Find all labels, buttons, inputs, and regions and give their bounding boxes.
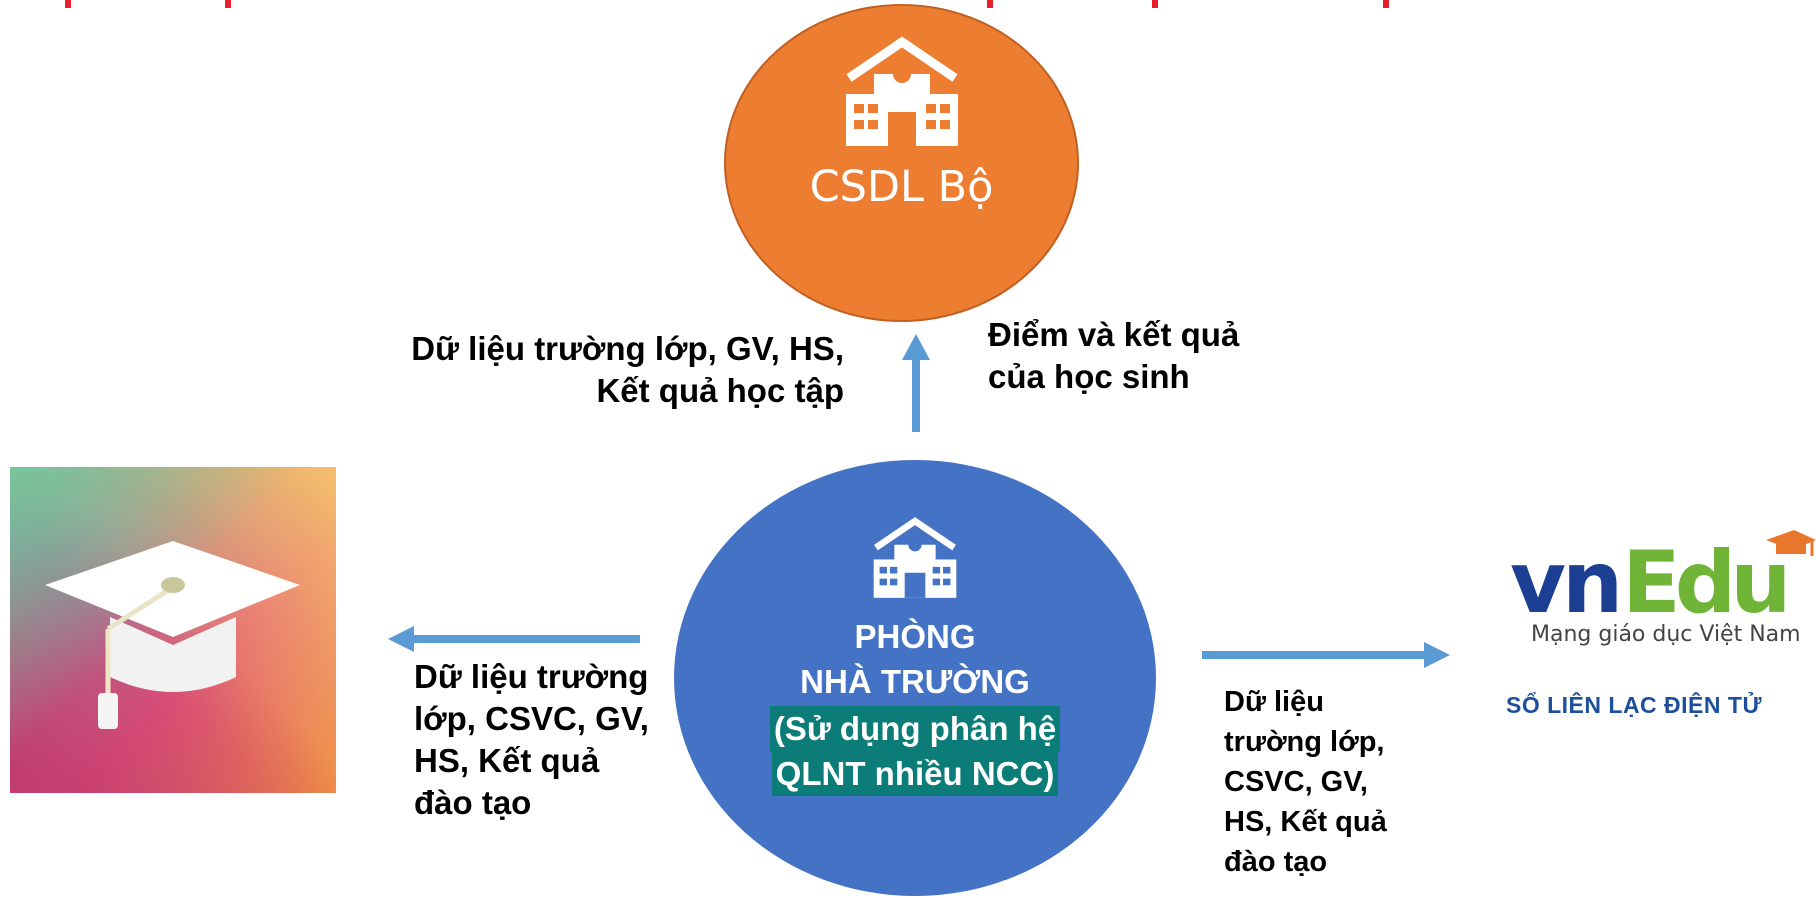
- label-up-right: Điểm và kết quả của học sinh: [988, 314, 1239, 398]
- arrow-right: [1202, 642, 1450, 668]
- red-mark: [225, 0, 231, 8]
- label-right-line4: HS, Kết quả: [1224, 806, 1387, 838]
- label-up-left-line2: Kết quả học tập: [596, 372, 844, 409]
- label-left-line1: Dữ liệu trường: [414, 658, 649, 695]
- phong-nha-truong-node: PHÒNG NHÀ TRƯỜNG (Sử dụng phân hệ QLNT n…: [674, 460, 1156, 896]
- education-app-tile: [10, 467, 336, 793]
- label-left-line3: HS, Kết quả: [414, 742, 600, 779]
- red-mark: [1152, 0, 1158, 8]
- vnedu-logo: vn Edu: [1510, 530, 1816, 660]
- phong-title-line2: NHÀ TRƯỜNG: [800, 663, 1030, 700]
- label-left-line2: lớp, CSVC, GV,: [414, 700, 649, 737]
- red-mark: [65, 0, 71, 8]
- label-left-line4: đào tạo: [414, 784, 532, 821]
- arrow-left: [388, 626, 640, 652]
- graduation-cap-icon: [45, 541, 300, 729]
- red-mark: [1383, 0, 1389, 8]
- label-up-left: Dữ liệu trường lớp, GV, HS, Kết quả học …: [368, 328, 844, 412]
- label-up-right-line2: của học sinh: [988, 358, 1190, 395]
- label-up-left-line1: Dữ liệu trường lớp, GV, HS,: [411, 330, 844, 367]
- mortarboard-icon: [1766, 530, 1816, 556]
- phong-title-line1: PHÒNG: [854, 618, 976, 655]
- vnedu-tagline: Mạng giáo dục Việt Nam: [1531, 622, 1801, 647]
- vnedu-subtitle: SỔ LIÊN LẠC ĐIỆN TỬ: [1506, 692, 1763, 718]
- vnedu-logo-edu: Edu: [1622, 533, 1786, 626]
- label-up-right-line1: Điểm và kết quả: [988, 316, 1240, 353]
- label-right-line5: đào tạo: [1224, 846, 1328, 878]
- csdl-label: CSDL Bộ: [809, 162, 994, 212]
- red-mark: [987, 0, 993, 8]
- vnedu-logo-vn: vn: [1510, 533, 1619, 626]
- label-right-line3: CSVC, GV,: [1224, 766, 1368, 798]
- school-icon: [845, 36, 958, 146]
- label-right-line2: trường lớp,: [1224, 726, 1385, 758]
- phong-subtitle-line2: QLNT nhiều NCC): [771, 751, 1059, 796]
- csdl-bo-node: CSDL Bộ: [724, 4, 1079, 322]
- label-left: Dữ liệu trường lớp, CSVC, GV, HS, Kết qu…: [414, 656, 649, 824]
- phong-subtitle-line1: (Sử dụng phân hệ: [769, 706, 1061, 751]
- school-icon: [873, 517, 957, 598]
- arrow-up: [902, 334, 930, 432]
- label-right-line1: Dữ liệu: [1224, 686, 1324, 718]
- vnedu-wordmark: vn Edu: [1510, 530, 1816, 633]
- label-right: Dữ liệu trường lớp, CSVC, GV, HS, Kết qu…: [1224, 682, 1387, 882]
